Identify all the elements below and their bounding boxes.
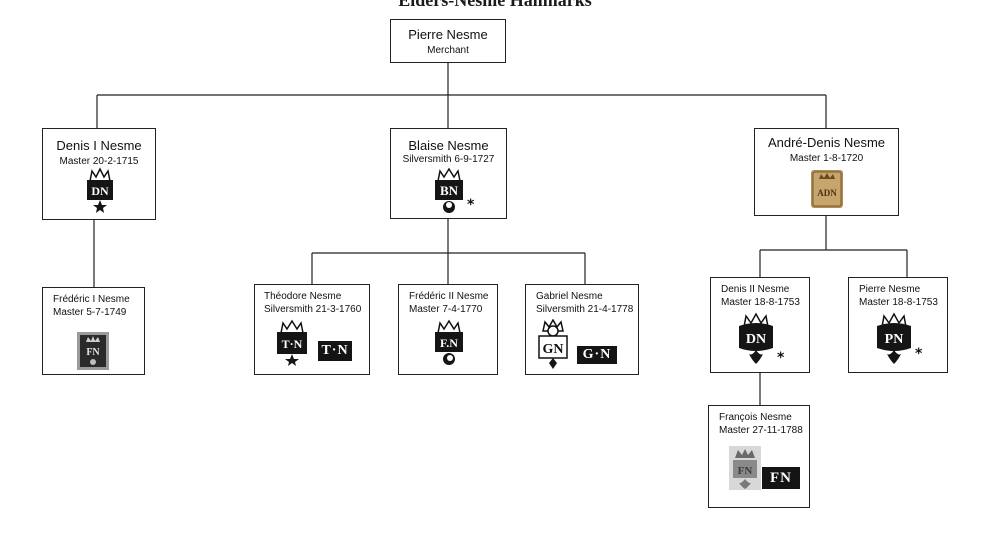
node-name: Frédéric I Nesme [53, 294, 130, 305]
hallmark-dn-crown-fleur: DN [739, 312, 773, 364]
connector-blaise [311, 219, 586, 284]
node-detail: Silversmith 21-3-1760 [264, 304, 362, 315]
hallmark-tn-plate: T·N [318, 341, 352, 361]
hallmark-letters: BN [440, 183, 459, 198]
star-symbol: * [467, 197, 475, 213]
connector-andre-denis [759, 216, 908, 277]
hallmark-adn-photo: ADN [811, 170, 843, 208]
hallmark-letters: DN [746, 332, 766, 347]
node-name: Denis I Nesme [56, 138, 142, 153]
hallmark-fn-photo: FN [77, 332, 109, 370]
node-frederic-ii-nesme: Frédéric II Nesme Master 7-4-1770 F.N [398, 284, 498, 375]
node-blaise-nesme: Blaise Nesme Silversmith 6-9-1727 BN * [390, 128, 507, 219]
node-denis-ii-nesme: Denis II Nesme Master 18-8-1753 DN * [710, 277, 810, 373]
hallmark-gn-crown: GN [538, 319, 568, 369]
node-detail: Master 18-8-1753 [859, 297, 938, 308]
star-symbol: * [915, 346, 923, 362]
node-detail: Master 5-7-1749 [53, 307, 127, 318]
node-andre-denis-nesme: André-Denis Nesme Master 1-8-1720 ADN [754, 128, 899, 216]
node-pierre-nesme-merchant: Pierre Nesme Merchant [390, 19, 506, 63]
hallmark-pn-crown-fleur: PN [877, 312, 911, 364]
node-detail: Master 20-2-1715 [59, 156, 139, 167]
hallmark-fn-photo-faded: FN [729, 446, 761, 490]
node-detail: Master 27-11-1788 [719, 425, 803, 436]
hallmark-bn-crown: BN [435, 167, 463, 213]
node-pierre-nesme-master: Pierre Nesme Master 18-8-1753 PN * [848, 277, 948, 373]
hallmark-letters: F.N [440, 336, 458, 350]
hallmark-fn-plate: FN [762, 467, 800, 489]
node-name: Théodore Nesme [264, 291, 342, 302]
connector-root [96, 63, 827, 128]
hallmark-letters: DN [91, 184, 109, 198]
node-detail: Silversmith 6-9-1727 [402, 154, 495, 165]
node-name: André-Denis Nesme [767, 135, 886, 150]
hallmark-letters: ADN [817, 188, 837, 198]
hallmark-letters: T·N [282, 337, 303, 351]
node-name: François Nesme [719, 412, 792, 423]
hallmark-gn-plate: G·N [577, 346, 617, 364]
node-frederic-i-nesme: Frédéric I Nesme Master 5-7-1749 FN [42, 287, 145, 375]
node-detail: Master 18-8-1753 [721, 297, 800, 308]
node-detail: Master 1-8-1720 [789, 153, 864, 164]
hallmark-letters: GN [543, 342, 564, 357]
hallmark-letters: FN [738, 465, 753, 477]
node-name: Denis II Nesme [721, 284, 790, 295]
node-name: Blaise Nesme [408, 138, 489, 153]
node-gabriel-nesme: Gabriel Nesme Silversmith 21-4-1778 GN G… [525, 284, 639, 375]
hallmark-fn-crown: F.N [435, 319, 463, 365]
node-denis-i-nesme: Denis I Nesme Master 20-2-1715 DN [42, 128, 156, 220]
hallmark-letters: FN [86, 347, 100, 358]
node-name: Gabriel Nesme [536, 291, 603, 302]
node-detail: Merchant [427, 45, 469, 56]
page-title: Elders-Nesme Hallmarks [360, 0, 630, 8]
hallmark-dn-crown: DN [87, 167, 113, 213]
node-name: Pierre Nesme [859, 284, 921, 295]
node-theodore-nesme: Théodore Nesme Silversmith 21-3-1760 T·N… [254, 284, 370, 375]
hallmark-letters: PN [885, 332, 904, 347]
hallmark-tn-crown: T·N [277, 319, 307, 366]
node-francois-nesme: François Nesme Master 27-11-1788 FN FN [708, 405, 810, 508]
node-name: Pierre Nesme [408, 27, 488, 42]
node-detail: Silversmith 21-4-1778 [536, 304, 634, 315]
node-detail: Master 7-4-1770 [409, 304, 483, 315]
star-symbol: * [777, 350, 785, 366]
node-name: Frédéric II Nesme [409, 291, 489, 302]
